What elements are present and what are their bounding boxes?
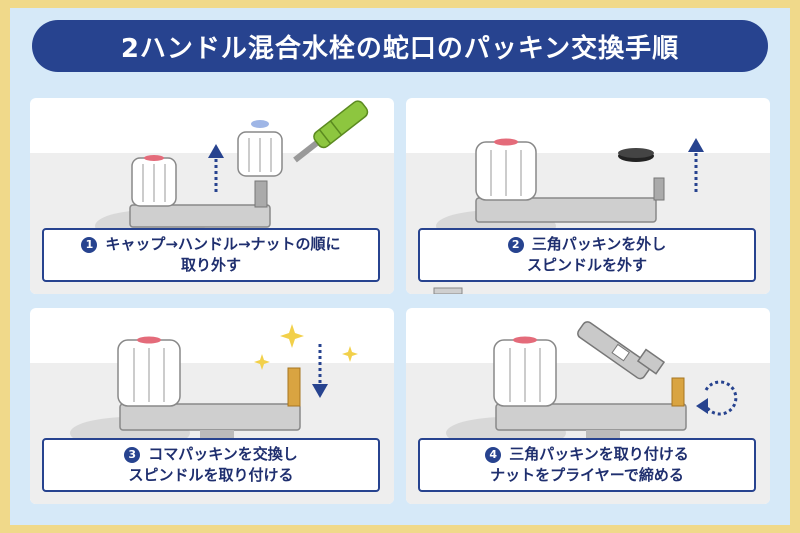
step-2-text-line2: スピンドルを外す [526,256,647,274]
sparkle-icon [280,324,304,348]
sparkle-icon [254,354,270,370]
hot-cap [494,138,518,146]
faucet-body [119,403,301,431]
hot-cap [144,155,164,161]
spindle [254,180,268,208]
step-4-panel: 4 三角パッキンを取り付ける ナットをプライヤーで締める [406,308,770,504]
step-1-text-line2: 取り外す [180,256,241,274]
title-banner: 2ハンドル混合水栓の蛇口のパッキン交換手順 [32,20,768,72]
step-number-badge: 4 [485,446,502,463]
diagram-frame: 2ハンドル混合水栓の蛇口のパッキン交換手順 [10,8,790,525]
step-3-text-line2: スピンドルを取り付ける [128,466,294,484]
brass-spindle [287,367,301,407]
sparkle-icon [342,346,358,362]
faucet-body [495,403,687,431]
step-1-text-line1: キャップ→ハンドル→ナットの順に [105,235,341,253]
hot-cap [137,336,161,344]
pliers-icon [577,321,666,380]
step-2-text-line1: 三角パッキンを外し [531,235,667,253]
step-number-badge: 1 [81,236,98,253]
step-3-panel: 3 コマパッキンを交換し スピンドルを取り付ける [30,308,394,504]
spout-base [586,430,620,440]
spindle-stub [653,177,665,201]
step-number-badge: 2 [507,236,524,253]
step-4-caption: 4 三角パッキンを取り付ける ナットをプライヤーで締める [418,438,756,492]
step-1-caption: 1 キャップ→ハンドル→ナットの順に 取り外す [42,228,380,282]
step-3-caption: 3 コマパッキンを交換し スピンドルを取り付ける [42,438,380,492]
step-number-badge: 3 [124,446,141,463]
step-3-text-line1: コマパッキンを交換し [148,445,298,463]
screwdriver-icon [293,100,369,163]
step-4-text-line1: 三角パッキンを取り付ける [509,445,689,463]
step-2-panel: 2 三角パッキンを外し スピンドルを外す [406,98,770,294]
brass-spindle [671,377,685,407]
step-4-text-line2: ナットをプライヤーで締める [490,466,684,484]
removed-cap [251,120,269,128]
step-1-panel: 1 キャップ→ハンドル→ナットの順に 取り外す [30,98,394,294]
step-2-caption: 2 三角パッキンを外し スピンドルを外す [418,228,756,282]
page-title: 2ハンドル混合水栓の蛇口のパッキン交換手順 [120,33,680,64]
hot-cap [513,336,537,344]
faucet-body [475,197,657,223]
faucet-body [129,204,271,228]
spout-base [200,430,234,440]
